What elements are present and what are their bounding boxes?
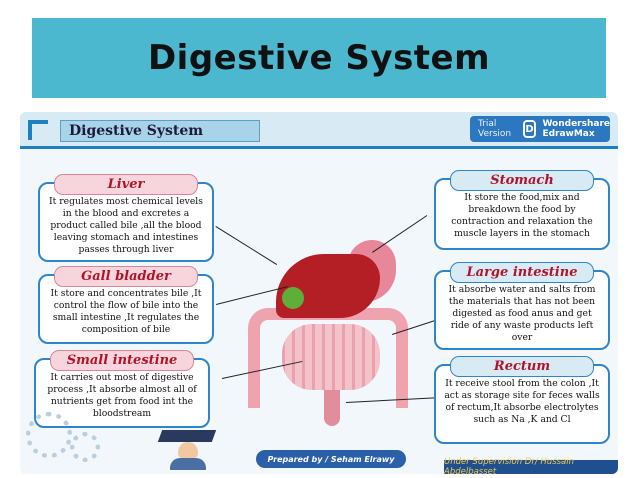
slide-title: Digestive System [147, 38, 491, 78]
liver-card: Liver It regulates most chemical levels … [38, 174, 214, 262]
digestive-system-poster: Digestive System Trial Version D Wonders… [20, 112, 618, 474]
slide-title-band: Digestive System [32, 18, 606, 98]
graduate-icon [157, 430, 217, 470]
large-intestine-card-title: Large intestine [450, 262, 594, 283]
small-gear-icon [70, 432, 100, 462]
small-intestine-card-text: It carries out most of digestive process… [47, 372, 197, 419]
small-intestine-illustration [282, 324, 380, 390]
brand-line-1: Wondershare [542, 119, 610, 129]
rectum-card-text: It receive stool from the colon ,It act … [444, 378, 600, 425]
poster-header-stripe [20, 146, 618, 149]
poster-title: Digestive System [60, 120, 260, 142]
prepared-by-banner: Prepared by / Seham Elrawy [256, 450, 406, 468]
rectum-card: Rectum It receive stool from the colon ,… [434, 356, 610, 444]
corner-bracket-icon [28, 120, 48, 140]
supervision-banner: Under Supervision Dr/ Hussain Abdelbasse… [444, 457, 618, 474]
gall-bladder-card: Gall bladder It store and concentrates b… [38, 266, 214, 344]
arrow-liver [215, 226, 278, 266]
large-intestine-card-text: It absorbe water and salts from the mate… [448, 284, 596, 343]
edrawmax-trial-badge: Trial Version D Wondershare EdrawMax [470, 116, 610, 142]
rectum-card-title: Rectum [450, 356, 594, 377]
large-intestine-card: Large intestine It absorbe water and sal… [434, 262, 610, 350]
arrow-stomach [372, 215, 428, 253]
stomach-card-title: Stomach [450, 170, 594, 191]
stomach-card: Stomach It store the food,mix and breakd… [434, 170, 610, 250]
gall-bladder-card-title: Gall bladder [54, 266, 198, 287]
small-intestine-card: Small intestine It carries out most of d… [34, 350, 210, 428]
edrawmax-logo-icon: D [522, 120, 537, 138]
liver-card-title: Liver [54, 174, 198, 195]
gall-bladder-card-text: It store and concentrates bile ,It contr… [50, 288, 202, 335]
rectum-illustration [324, 390, 340, 426]
gear-icon [26, 412, 72, 458]
small-intestine-card-title: Small intestine [50, 350, 194, 371]
trial-version-label: Trial Version [478, 119, 512, 139]
brand-line-2: EdrawMax [542, 129, 595, 139]
gall-bladder-illustration [282, 287, 304, 309]
stomach-card-text: It store the food,mix and breakdown the … [451, 192, 593, 239]
liver-card-text: It regulates most chemical levels in the… [49, 196, 203, 255]
edrawmax-brand: Wondershare EdrawMax [542, 119, 610, 139]
